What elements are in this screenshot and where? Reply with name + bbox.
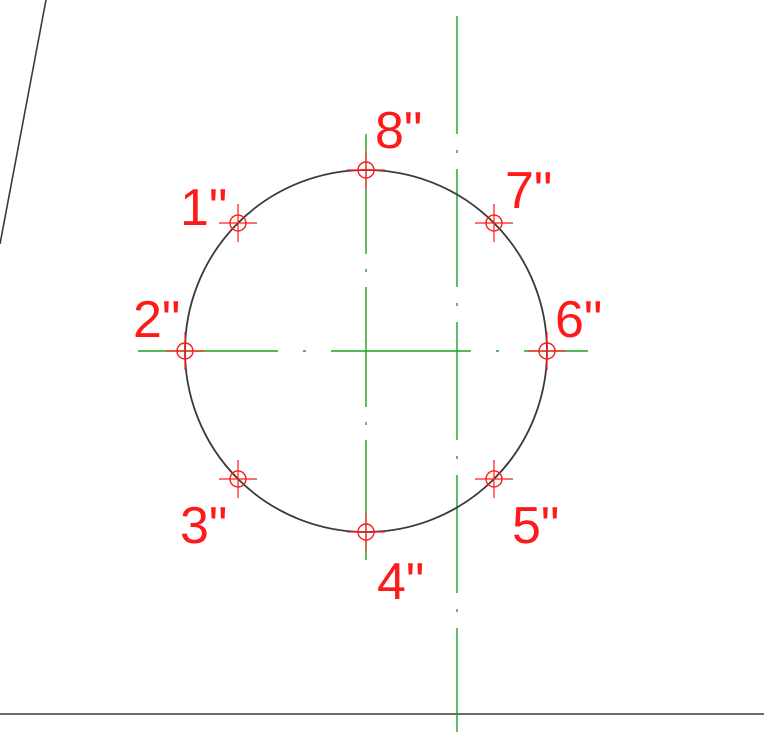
point-label-7: 7" xyxy=(505,162,552,220)
slanted-edge-line xyxy=(0,0,47,245)
point-label-8: 8" xyxy=(375,102,422,160)
point-marker-5 xyxy=(474,459,513,498)
point-label-2: 2" xyxy=(133,291,180,349)
point-label-6: 6" xyxy=(555,291,602,349)
point-marker-7 xyxy=(474,204,513,243)
point-label-3: 3" xyxy=(180,497,227,555)
point-marker-6 xyxy=(528,332,566,370)
point-label-5: 5" xyxy=(512,497,559,555)
point-marker-8 xyxy=(347,151,385,189)
point-marker-2 xyxy=(166,332,204,370)
point-label-1: 1" xyxy=(180,179,227,237)
point-marker-4 xyxy=(347,513,385,551)
point-label-4: 4" xyxy=(377,553,424,611)
point-marker-3 xyxy=(219,459,258,498)
point-marker-1 xyxy=(219,204,258,243)
